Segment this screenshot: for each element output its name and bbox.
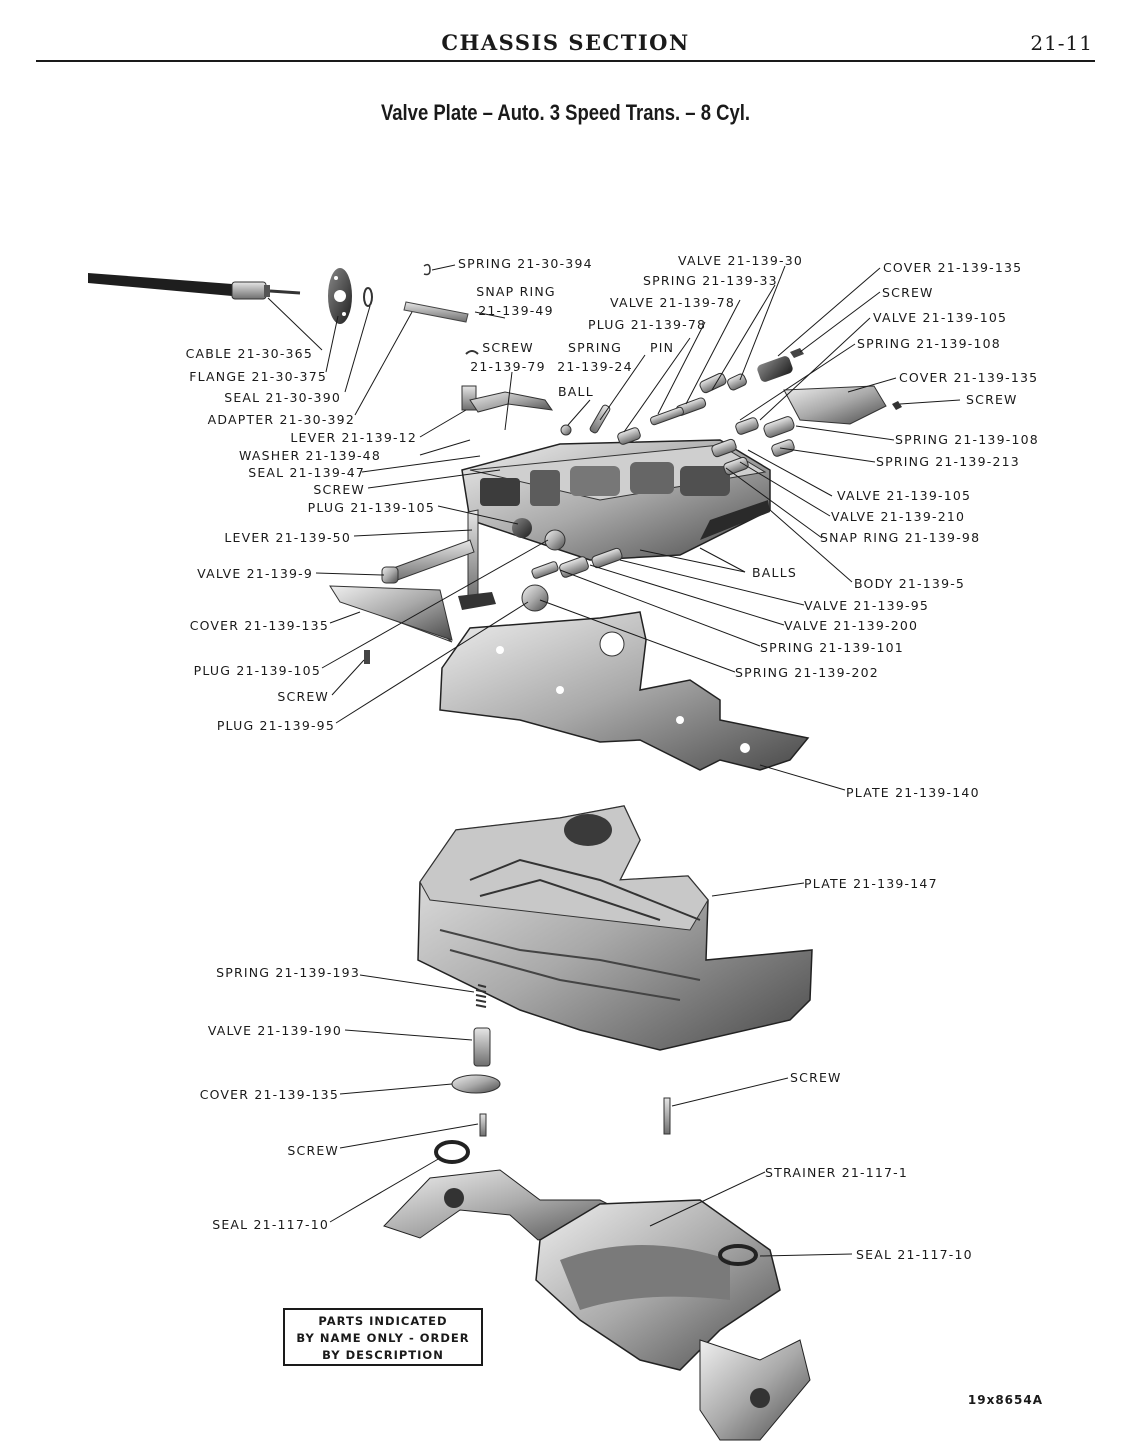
label-pin: PIN <box>650 340 675 355</box>
label-screw-left-mid: SCREW <box>277 689 329 704</box>
label-valve-21-139-105-right: VALVE 21-139-105 <box>837 488 972 503</box>
separator-plate <box>439 611 810 771</box>
header-rule <box>36 60 1095 62</box>
diagram-title: Valve Plate – Auto. 3 Speed Trans. – 8 C… <box>380 100 751 125</box>
section-title: CHASSIS SECTION <box>441 30 690 55</box>
label-screw-21-139-79-line2: 21-139-79 <box>470 359 546 374</box>
label-plug-21-139-105-upper: PLUG 21-139-105 <box>307 500 435 515</box>
label-screw-21-139-79-line1: SCREW <box>482 340 534 355</box>
label-adapter-21-30-392: ADAPTER 21-30-392 <box>207 412 355 427</box>
notice-line-3: BY DESCRIPTION <box>322 1348 444 1362</box>
adapter-pin-part <box>403 301 469 323</box>
label-valve-21-139-78: VALVE 21-139-78 <box>610 295 736 310</box>
label-spring-21-139-213: SPRING 21-139-213 <box>876 454 1020 469</box>
label-balls: BALLS <box>752 565 797 580</box>
label-plug-21-139-105-lower: PLUG 21-139-105 <box>193 663 321 678</box>
label-spring-21-139-33: SPRING 21-139-33 <box>643 273 778 288</box>
label-snap-ring-21-139-49-line2: 21-139-49 <box>478 303 554 318</box>
valve-body-part <box>461 439 771 561</box>
label-plate-21-139-147: PLATE 21-139-147 <box>804 876 938 891</box>
leader-lines <box>267 264 961 1257</box>
strainer-assembly <box>383 1169 811 1441</box>
seal-ring-part <box>363 287 373 307</box>
label-spring-21-139-108-top: SPRING 21-139-108 <box>857 336 1001 351</box>
label-valve-21-139-105-top: VALVE 21-139-105 <box>873 310 1008 325</box>
label-lever-21-139-12: LEVER 21-139-12 <box>290 430 417 445</box>
label-snap-ring-21-139-49-line1: SNAP RING <box>476 284 556 299</box>
label-spring-21-139-24-line2: 21-139-24 <box>557 359 633 374</box>
label-valve-21-139-30: VALVE 21-139-30 <box>678 253 804 268</box>
spring-clip-part <box>423 263 431 276</box>
label-spring-21-139-202: SPRING 21-139-202 <box>735 665 879 680</box>
label-plug-21-139-78: PLUG 21-139-78 <box>588 317 707 332</box>
label-screw-bottom-right: SCREW <box>790 1070 842 1085</box>
label-lever-21-139-50: LEVER 21-139-50 <box>224 530 351 545</box>
label-cable-21-30-365: CABLE 21-30-365 <box>185 346 313 361</box>
parts-notice-box: PARTS INDICATED BY NAME ONLY - ORDER BY … <box>283 1308 483 1366</box>
label-valve-21-139-95: VALVE 21-139-95 <box>804 598 930 613</box>
label-screw-right: SCREW <box>966 392 1018 407</box>
label-screw-bottom-left: SCREW <box>287 1143 339 1158</box>
label-valve-21-139-200: VALVE 21-139-200 <box>784 618 919 633</box>
body-plate <box>417 805 813 1051</box>
figure-id: 19x8654A <box>967 1393 1043 1407</box>
snap-ring-small-part <box>465 350 479 355</box>
label-strainer-21-117-1: STRAINER 21-117-1 <box>765 1165 909 1180</box>
small-valve-parts <box>560 348 902 476</box>
label-valve-21-139-210: VALVE 21-139-210 <box>831 509 966 524</box>
label-spring-21-30-394: SPRING 21-30-394 <box>458 256 593 271</box>
label-valve-21-139-9: VALVE 21-139-9 <box>197 566 313 581</box>
label-cover-21-139-135-bottom: COVER 21-139-135 <box>199 1087 339 1102</box>
cable-assembly <box>88 273 301 300</box>
label-spring-21-139-101: SPRING 21-139-101 <box>760 640 904 655</box>
bottom-small-parts <box>434 984 671 1164</box>
page-number: 21-11 <box>1030 31 1093 55</box>
label-snap-ring-21-139-98: SNAP RING 21-139-98 <box>820 530 981 545</box>
notice-line-2: BY NAME ONLY - ORDER <box>296 1331 470 1345</box>
label-plate-21-139-140: PLATE 21-139-140 <box>846 785 980 800</box>
label-screw-top-right: SCREW <box>882 285 934 300</box>
label-valve-21-139-190: VALVE 21-139-190 <box>207 1023 342 1038</box>
left-lower-parts <box>329 509 623 664</box>
flange-part <box>328 268 352 324</box>
label-cover-21-139-135-left: COVER 21-139-135 <box>189 618 329 633</box>
label-cover-21-139-135-right: COVER 21-139-135 <box>899 370 1039 385</box>
lever-upper-part <box>461 385 554 413</box>
label-spring-21-139-193: SPRING 21-139-193 <box>216 965 360 980</box>
label-screw-upper-left: SCREW <box>313 482 365 497</box>
label-flange-21-30-375: FLANGE 21-30-375 <box>189 369 327 384</box>
label-cover-21-139-135-top: COVER 21-139-135 <box>883 260 1023 275</box>
notice-line-1: PARTS INDICATED <box>318 1314 448 1328</box>
label-seal-21-117-10-left: SEAL 21-117-10 <box>212 1217 329 1232</box>
label-seal-21-139-47: SEAL 21-139-47 <box>248 465 365 480</box>
label-seal-21-30-390: SEAL 21-30-390 <box>224 390 341 405</box>
label-spring-21-139-108-right: SPRING 21-139-108 <box>895 432 1039 447</box>
label-body-21-139-5: BODY 21-139-5 <box>854 576 966 591</box>
label-seal-21-117-10-right: SEAL 21-117-10 <box>856 1247 973 1262</box>
label-plug-21-139-95: PLUG 21-139-95 <box>216 718 335 733</box>
label-spring-21-139-24-line1: SPRING <box>567 340 623 355</box>
label-washer-21-139-48: WASHER 21-139-48 <box>238 448 381 463</box>
label-ball: BALL <box>558 384 594 399</box>
